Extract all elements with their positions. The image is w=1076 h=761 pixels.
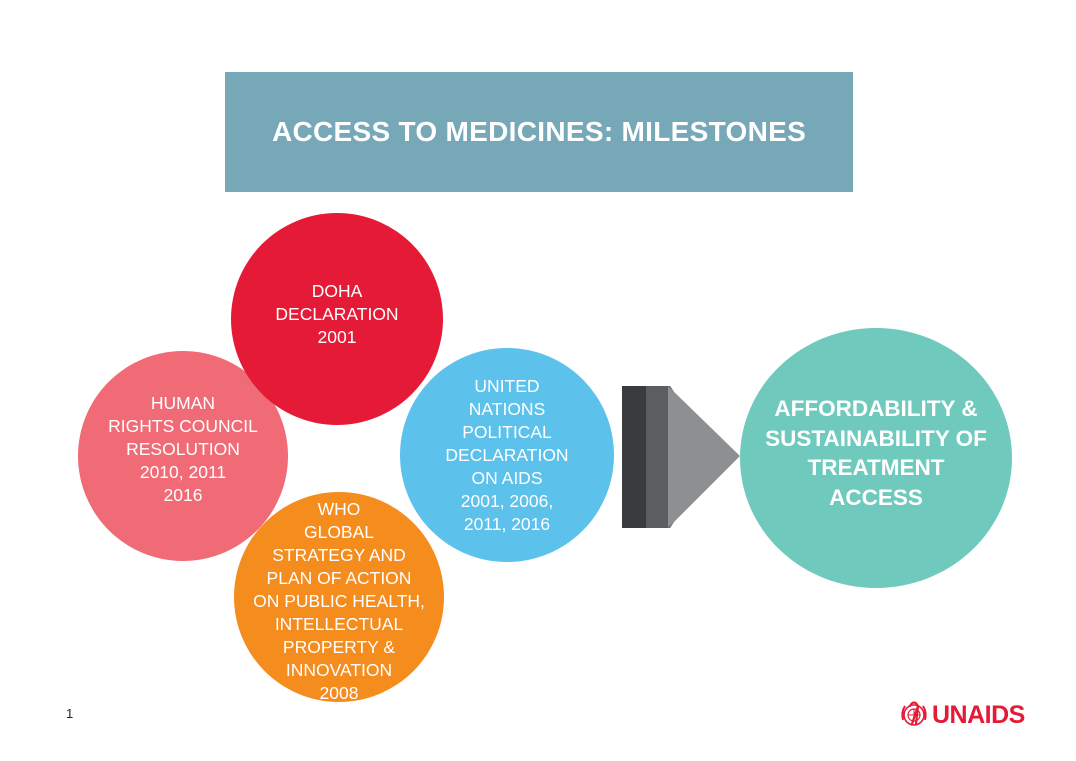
circle-text-line: PROPERTY &: [282, 637, 396, 657]
circle-text-line: RIGHTS COUNCIL: [108, 415, 258, 436]
circle-text-line: UNITED: [474, 375, 540, 396]
circle-text-line: 2001: [317, 326, 357, 347]
circle-text-line: POLITICAL: [462, 421, 552, 442]
chevron-arrows-icon: [622, 386, 740, 528]
logo-wordmark: UNAIDS: [932, 700, 1025, 729]
circle-text-line: RESOLUTION: [126, 438, 240, 459]
circle-text-line: WHO: [317, 499, 361, 519]
title-banner: ACCESS TO MEDICINES: MILESTONES: [225, 72, 853, 192]
circle-text-line: INNOVATION: [285, 660, 393, 680]
affordability-outcome-circle: AFFORDABILITY & SUSTAINABILITY OF TREATM…: [740, 328, 1012, 588]
un-political-declaration-circle: UNITED NATIONS POLITICAL DECLARATION ON …: [400, 348, 614, 562]
circle-text-line: 2016: [163, 484, 203, 505]
page-number: 1: [66, 706, 74, 721]
circle-text-line: DECLARATION: [445, 444, 569, 465]
circle-text-line: PLAN OF ACTION: [266, 568, 412, 588]
circle-text-line: STRATEGY AND: [272, 545, 406, 565]
circle-text-line: DOHA: [311, 280, 363, 301]
circle-text-line: 2008: [319, 683, 359, 703]
un-emblem-ribbon-icon: [901, 701, 927, 726]
outcome-text-line: ACCESS: [829, 484, 923, 510]
circle-text-line: GLOBAL: [303, 522, 375, 542]
circle-text-line: INTELLECTUAL: [274, 614, 404, 634]
arrow-triangle-light: [668, 386, 740, 528]
unaids-logo: UNAIDS: [899, 700, 1025, 730]
circle-text-line: NATIONS: [468, 398, 546, 419]
doha-declaration-circle: DOHA DECLARATION 2001: [231, 213, 443, 425]
page-title: ACCESS TO MEDICINES: MILESTONES: [271, 116, 807, 147]
outcome-text-line: TREATMENT: [807, 455, 945, 480]
circle-text-line: HUMAN: [150, 392, 216, 413]
human-rights-council-circle: HUMAN RIGHTS COUNCIL RESOLUTION 2010, 20…: [78, 351, 288, 561]
circle-text-line: 2011, 2016: [463, 513, 551, 534]
circle-text-line: 2010, 2011: [139, 461, 227, 482]
who-global-strategy-circle: WHO GLOBAL STRATEGY AND PLAN OF ACTION O…: [234, 492, 444, 703]
outcome-text-line: AFFORDABILITY &: [774, 396, 978, 421]
circle-text-line: 2001, 2006,: [460, 490, 554, 511]
circle-text-line: DECLARATION: [275, 303, 399, 324]
circle-text-line: ON PUBLIC HEALTH,: [253, 591, 425, 611]
circle-text-line: ON AIDS: [471, 467, 543, 488]
outcome-text-line: SUSTAINABILITY OF: [765, 425, 987, 451]
